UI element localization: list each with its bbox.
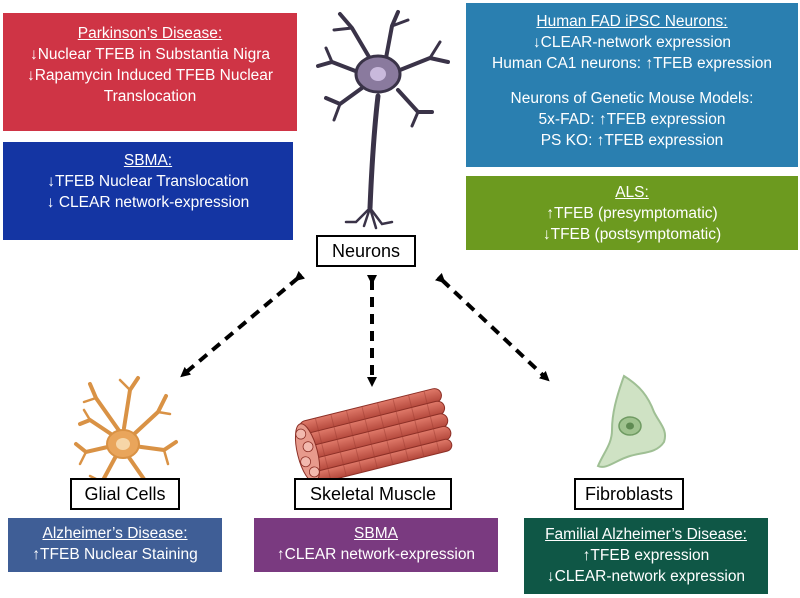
label-glial-cells: Glial Cells (70, 478, 180, 510)
fad-neurons-title: Human FAD iPSC Neurons: (536, 13, 728, 30)
arrow-neurons-glial (180, 270, 306, 378)
parkinsons-title: Parkinson’s Disease: (77, 25, 223, 42)
fibroblast-fad-line-1: ↑TFEB expression (582, 547, 710, 564)
label-skeletal-muscle: Skeletal Muscle (294, 478, 452, 510)
fibroblast-fad-box: Familial Alzheimer’s Disease: ↑TFEB expr… (524, 518, 768, 594)
neuron-nucleus (370, 67, 386, 81)
als-line-2: ↓TFEB (postsymptomatic) (542, 226, 722, 243)
glial-alzheimers-line-1: ↑TFEB Nuclear Staining (32, 546, 198, 563)
als-line-1: ↑TFEB (presymptomatic) (546, 205, 718, 222)
fibroblast-fad-line-2: ↓CLEAR-network expression (546, 568, 746, 585)
muscle-sbma-box: SBMA ↑CLEAR network-expression (254, 518, 498, 572)
label-fibroblasts: Fibroblasts (574, 478, 684, 510)
skeletal-muscle-icon (294, 388, 453, 483)
fibroblast-icon (596, 374, 666, 468)
glial-nucleus (116, 438, 130, 450)
arrow-neurons-fibroblasts (434, 272, 550, 382)
fad-neurons-line-4: 5x-FAD: ↑TFEB expression (538, 111, 726, 128)
sbma-neurons-line-1: ↓TFEB Nuclear Translocation (47, 173, 249, 190)
muscle-sbma-line-1: ↑CLEAR network-expression (276, 546, 476, 563)
parkinsons-line-2: ↓Rapamycin Induced TFEB Nuclear (26, 67, 274, 84)
neuron-icon (316, 10, 450, 230)
parkinsons-line-1: ↓Nuclear TFEB in Substantia Nigra (29, 46, 271, 63)
sbma-neurons-title: SBMA: (123, 152, 173, 169)
glial-alzheimers-title: Alzheimer’s Disease: (42, 525, 188, 542)
fad-neurons-line-3: Neurons of Genetic Mouse Models: (510, 90, 754, 107)
fad-neurons-line-2: Human CA1 neurons: ↑TFEB expression (492, 55, 772, 72)
fad-neurons-line-5: PS KO: ↑TFEB expression (540, 132, 724, 149)
connector-arrows (180, 270, 550, 387)
als-box: ALS: ↑TFEB (presymptomatic) ↓TFEB (posts… (466, 176, 798, 250)
muscle-sbma-title: SBMA (354, 525, 398, 542)
sbma-neurons-box: SBMA: ↓TFEB Nuclear Translocation ↓ CLEA… (3, 142, 293, 240)
fibroblast-fad-title: Familial Alzheimer’s Disease: (545, 526, 747, 543)
label-neurons: Neurons (316, 235, 416, 267)
parkinsons-line-3: Translocation (103, 88, 197, 105)
parkinsons-box: Parkinson’s Disease: ↓Nuclear TFEB in Su… (3, 13, 297, 131)
als-title: ALS: (615, 184, 649, 201)
fad-neurons-box: Human FAD iPSC Neurons: ↓CLEAR-network e… (466, 3, 798, 167)
sbma-neurons-line-2: ↓ CLEAR network-expression (46, 194, 250, 211)
fad-neurons-line-1: ↓CLEAR-network expression (532, 34, 732, 51)
glial-alzheimers-box: Alzheimer’s Disease: ↑TFEB Nuclear Stain… (8, 518, 222, 572)
